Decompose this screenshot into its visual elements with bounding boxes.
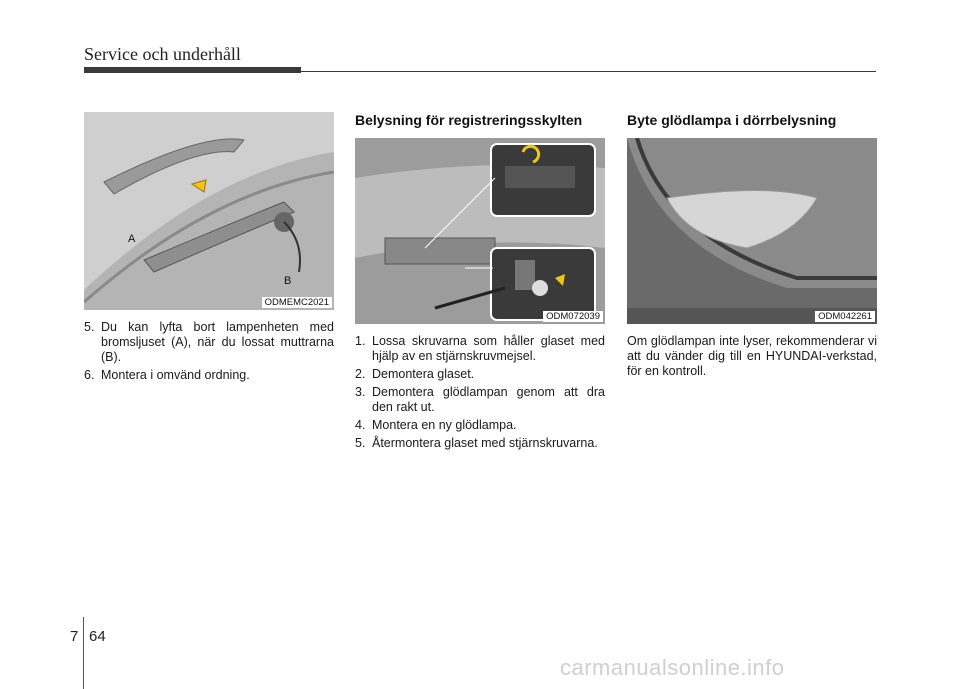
list-item: 3.Demontera glödlampan genom att dra den…: [355, 385, 605, 414]
list-item: 6.Montera i omvänd ordning.: [84, 368, 250, 382]
door-light-paragraph: Om glödlampan inte lyser, rekommenderar …: [627, 334, 877, 378]
column-brake-light: A B ODMEMC2021 5.Du kan lyfta bort lampe…: [84, 112, 334, 386]
list-item: 4.Montera en ny glödlampa.: [355, 418, 517, 432]
header-rule-thin: [301, 71, 876, 72]
section-heading: Byte glödlampa i dörrbelysning: [627, 112, 837, 128]
figure-code: ODM042261: [815, 311, 875, 322]
brake-light-illustration: A B: [84, 112, 334, 310]
page-header-title: Service och underhåll: [84, 44, 241, 64]
door-light-illustration: [627, 138, 877, 324]
figure-door-light: ODM042261: [627, 138, 877, 324]
figure-brake-light: A B ODMEMC2021: [84, 112, 334, 310]
section-heading: Belysning för registreringsskylten: [355, 112, 583, 128]
column-license-plate-light: Belysning för registreringsskylten ODM07…: [355, 112, 605, 454]
list-item: 2.Demontera glaset.: [355, 367, 475, 381]
footer-divider: [83, 617, 84, 689]
chapter-number: 7: [70, 628, 79, 645]
step-list: 1.Lossa skruvarna som håller glaset med …: [355, 334, 605, 451]
list-item: 5.Återmontera glaset med stjärnskruvarna…: [355, 436, 598, 450]
callout-b-label: B: [284, 275, 291, 287]
header-rule-thick: [84, 67, 301, 73]
list-item: 5.Du kan lyfta bort lampenheten med brom…: [84, 320, 334, 364]
column-door-light: Byte glödlampa i dörrbelysning ODM042261…: [627, 112, 877, 379]
watermark-text: carmanualsonline.info: [560, 655, 785, 680]
step-list: 5.Du kan lyfta bort lampenheten med brom…: [84, 320, 334, 383]
page-number: 64: [89, 628, 106, 645]
figure-code: ODMEMC2021: [261, 297, 332, 308]
license-plate-illustration: [355, 138, 605, 324]
figure-license-plate: ODM072039: [355, 138, 605, 324]
callout-a-label: A: [128, 233, 136, 245]
list-item: 1.Lossa skruvarna som håller glaset med …: [355, 334, 605, 363]
figure-code: ODM072039: [543, 311, 603, 322]
